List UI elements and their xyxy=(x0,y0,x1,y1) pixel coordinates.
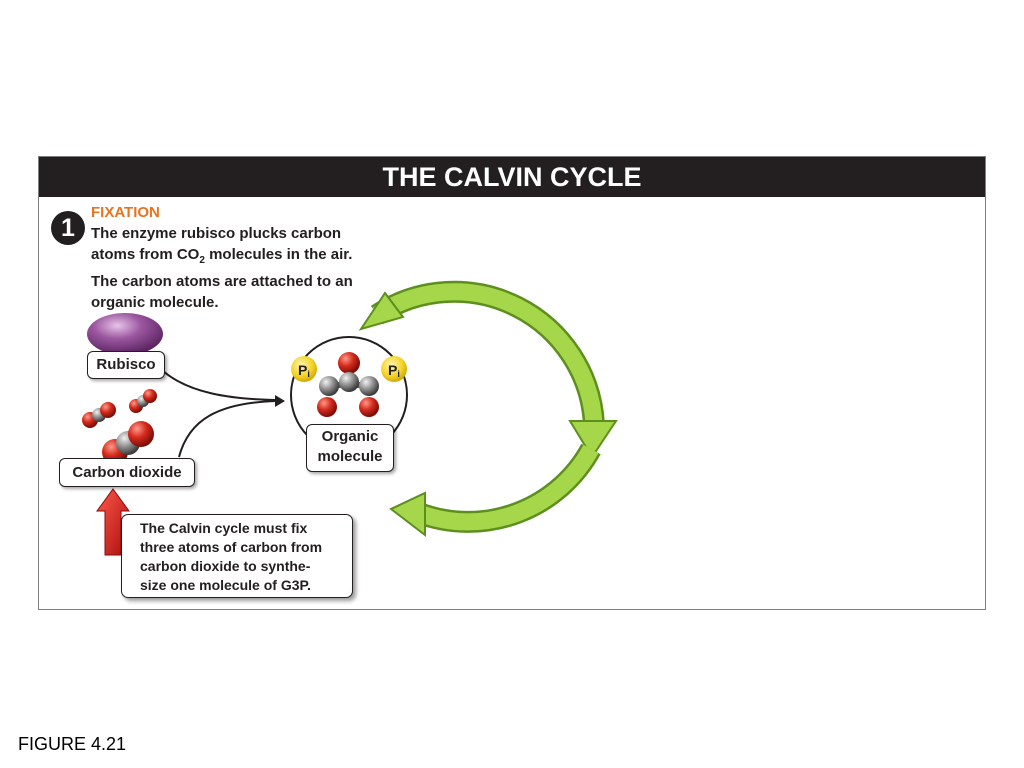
figure-title: THE CALVIN CYCLE xyxy=(39,157,985,197)
fixation-arrowhead xyxy=(275,395,285,407)
carbon-atom xyxy=(359,376,379,396)
carbon-atom xyxy=(319,376,339,396)
rubisco-label: Rubisco xyxy=(87,351,165,379)
callout-line: The Calvin cycle must fix xyxy=(140,520,308,536)
callout-line: carbon dioxide to synthe- xyxy=(140,558,311,574)
organic-molecule-label: Organic molecule xyxy=(306,424,394,472)
rubisco-arrow xyxy=(162,370,276,401)
cycle-arrow-upper-fill xyxy=(372,283,603,426)
cycle-arrowhead-left xyxy=(389,491,426,538)
callout-line: size one molecule of G3P. xyxy=(140,577,311,593)
step-description-fragment: atoms from CO xyxy=(91,246,200,263)
rubisco-enzyme xyxy=(87,313,163,355)
co2-molecule xyxy=(82,402,116,428)
callout-line: three atoms of carbon from xyxy=(140,539,323,555)
step-number-badge: 1 xyxy=(51,211,85,245)
phosphate-circle xyxy=(381,356,407,382)
figure-caption: FIGURE 4.21 xyxy=(18,734,127,754)
cycle-arrow-lower-fill xyxy=(416,444,599,531)
step-title: FIXATION xyxy=(91,204,160,221)
step-description-line: The enzyme rubisco plucks carbon xyxy=(91,225,342,242)
carbon-atom xyxy=(339,372,359,392)
co2-molecule xyxy=(129,389,157,413)
co2-subscript: 2 xyxy=(199,255,205,266)
organic-label-line: Organic xyxy=(321,428,379,445)
cycle-arrows xyxy=(358,280,618,538)
calvin-cycle-callout: The Calvin cycle must fix three atoms of… xyxy=(121,514,353,598)
step-description-line: atoms from CO2 molecules in the air. xyxy=(91,244,401,271)
cycle-arrow-upper xyxy=(370,280,605,426)
phosphate-label: Pi xyxy=(388,362,400,379)
step-description: The enzyme rubisco plucks carbon atoms f… xyxy=(91,223,401,313)
phosphate-circle xyxy=(291,356,317,382)
step-description-fragment: molecules in the air. xyxy=(204,246,353,263)
calvin-cycle-figure: THE CALVIN CYCLE 1 FIXATION The enzyme r… xyxy=(38,156,986,610)
cycle-arrowhead-right xyxy=(568,420,618,459)
organic-label-line: molecule xyxy=(317,448,383,465)
fixation-arrows xyxy=(162,370,285,458)
oxygen-atom xyxy=(317,397,337,417)
co2-molecule xyxy=(102,421,154,465)
step-description-line: The carbon atoms are attached to an xyxy=(91,273,353,290)
oxygen-atom xyxy=(359,397,379,417)
phosphate-label: Pi xyxy=(298,362,310,379)
cycle-arrowhead-top xyxy=(358,291,405,331)
organic-molecule: Pi Pi xyxy=(291,352,407,417)
step-description-line: organic molecule. xyxy=(91,294,219,311)
carbon-dioxide-molecules xyxy=(82,389,157,465)
oxygen-atom xyxy=(338,352,360,374)
co2-arrow xyxy=(178,400,276,458)
carbon-dioxide-label: Carbon dioxide xyxy=(59,458,195,487)
